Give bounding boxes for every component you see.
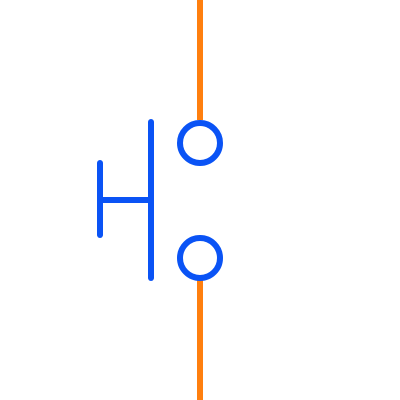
upper-terminal-contact	[177, 120, 223, 166]
lower-terminal-contact	[177, 235, 223, 281]
